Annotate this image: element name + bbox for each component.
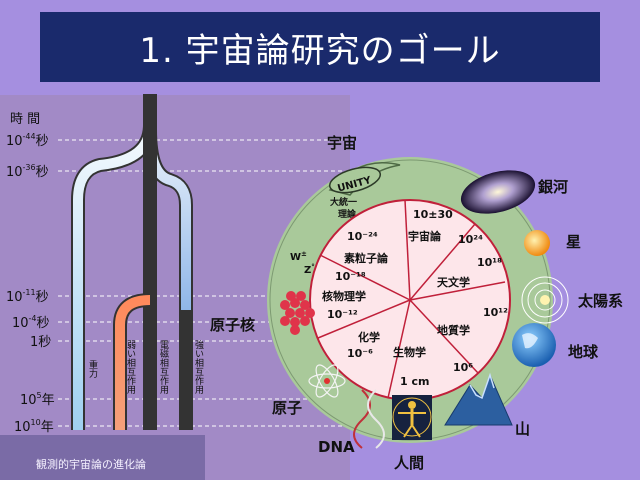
page-title: 1. 宇宙論研究のゴール xyxy=(40,12,600,82)
time-tick: 10-36秒 xyxy=(6,163,49,180)
grand-unified-label: 大統一 xyxy=(330,196,357,208)
svg-text:Z°: Z° xyxy=(304,263,315,276)
solar-system-icon xyxy=(521,276,569,324)
label-dna: DNA xyxy=(318,438,355,456)
time-header: 時 間 xyxy=(10,112,40,127)
scale-top: 10±30 xyxy=(413,208,453,221)
label-star: 星 xyxy=(566,233,581,251)
dna-icon xyxy=(353,389,385,449)
label-mountain: 山 xyxy=(515,420,530,438)
label-atom: 原子 xyxy=(272,399,302,417)
scale-6: 10⁶ xyxy=(453,361,473,374)
earth-icon xyxy=(512,323,556,367)
force-labels: 重力 弱い相互作用 電磁相互作用 強い相互作用 xyxy=(87,339,204,395)
time-ticks: 10-44秒 10-36秒 10-11秒 10-4秒 1秒 105年 1010年 xyxy=(6,132,55,435)
time-tick: 1秒 xyxy=(30,335,51,350)
sector-chemistry: 化学 xyxy=(358,330,380,344)
scale-12: 10¹² xyxy=(483,306,508,319)
scale-24: 10²⁴ xyxy=(458,233,483,246)
title-text: 1. 宇宙論研究のゴール xyxy=(139,30,501,71)
atom-icon xyxy=(308,364,346,398)
label-galaxy: 銀河 xyxy=(538,178,568,196)
human-icon xyxy=(392,395,432,440)
force-tree xyxy=(71,88,193,430)
sector-biology: 生物学 xyxy=(393,345,426,359)
svg-text:理論: 理論 xyxy=(338,208,357,220)
sector-geology: 地質学 xyxy=(437,323,470,337)
nucleus-icon xyxy=(280,291,315,335)
time-tick: 10-4秒 xyxy=(12,314,50,331)
force-label-weak: 弱い相互作用 xyxy=(125,340,136,395)
scale-nuclear: 10⁻¹² xyxy=(327,308,358,321)
label-earth: 地球 xyxy=(568,343,599,361)
sector-nuclear: 核物理学 xyxy=(322,289,366,303)
label-human: 人間 xyxy=(394,454,424,472)
force-label-gravity: 重力 xyxy=(87,359,98,379)
caption-box xyxy=(0,435,205,480)
sector-particle: 素粒子論 xyxy=(344,251,389,265)
force-label-strong: 強い相互作用 xyxy=(193,339,204,395)
scale-cm: 1 cm xyxy=(400,375,429,388)
galaxy-icon xyxy=(460,170,536,214)
scale-chem: 10⁻⁶ xyxy=(347,347,373,360)
caption: 観測的宇宙論の進化論 xyxy=(36,458,146,471)
scale-18: 10¹⁸ xyxy=(477,256,502,269)
scale-particle-18: 10⁻¹⁸ xyxy=(335,270,366,283)
label-solar-system: 太陽系 xyxy=(578,292,623,310)
sector-cosmology: 宇宙論 xyxy=(408,229,442,243)
time-tick: 10-44秒 xyxy=(6,132,49,149)
time-tick: 105年 xyxy=(20,391,55,408)
label-universe: 宇宙 xyxy=(327,134,357,152)
time-tick: 10-11秒 xyxy=(6,288,49,305)
scale-particle-24: 10⁻²⁴ xyxy=(347,230,378,243)
time-tick: 1010年 xyxy=(14,418,54,435)
force-label-em: 電磁相互作用 xyxy=(158,340,169,395)
label-nucleus: 原子核 xyxy=(210,316,255,334)
star-icon xyxy=(524,230,550,256)
sector-lines xyxy=(317,199,506,399)
sector-astronomy: 天文学 xyxy=(437,275,470,289)
